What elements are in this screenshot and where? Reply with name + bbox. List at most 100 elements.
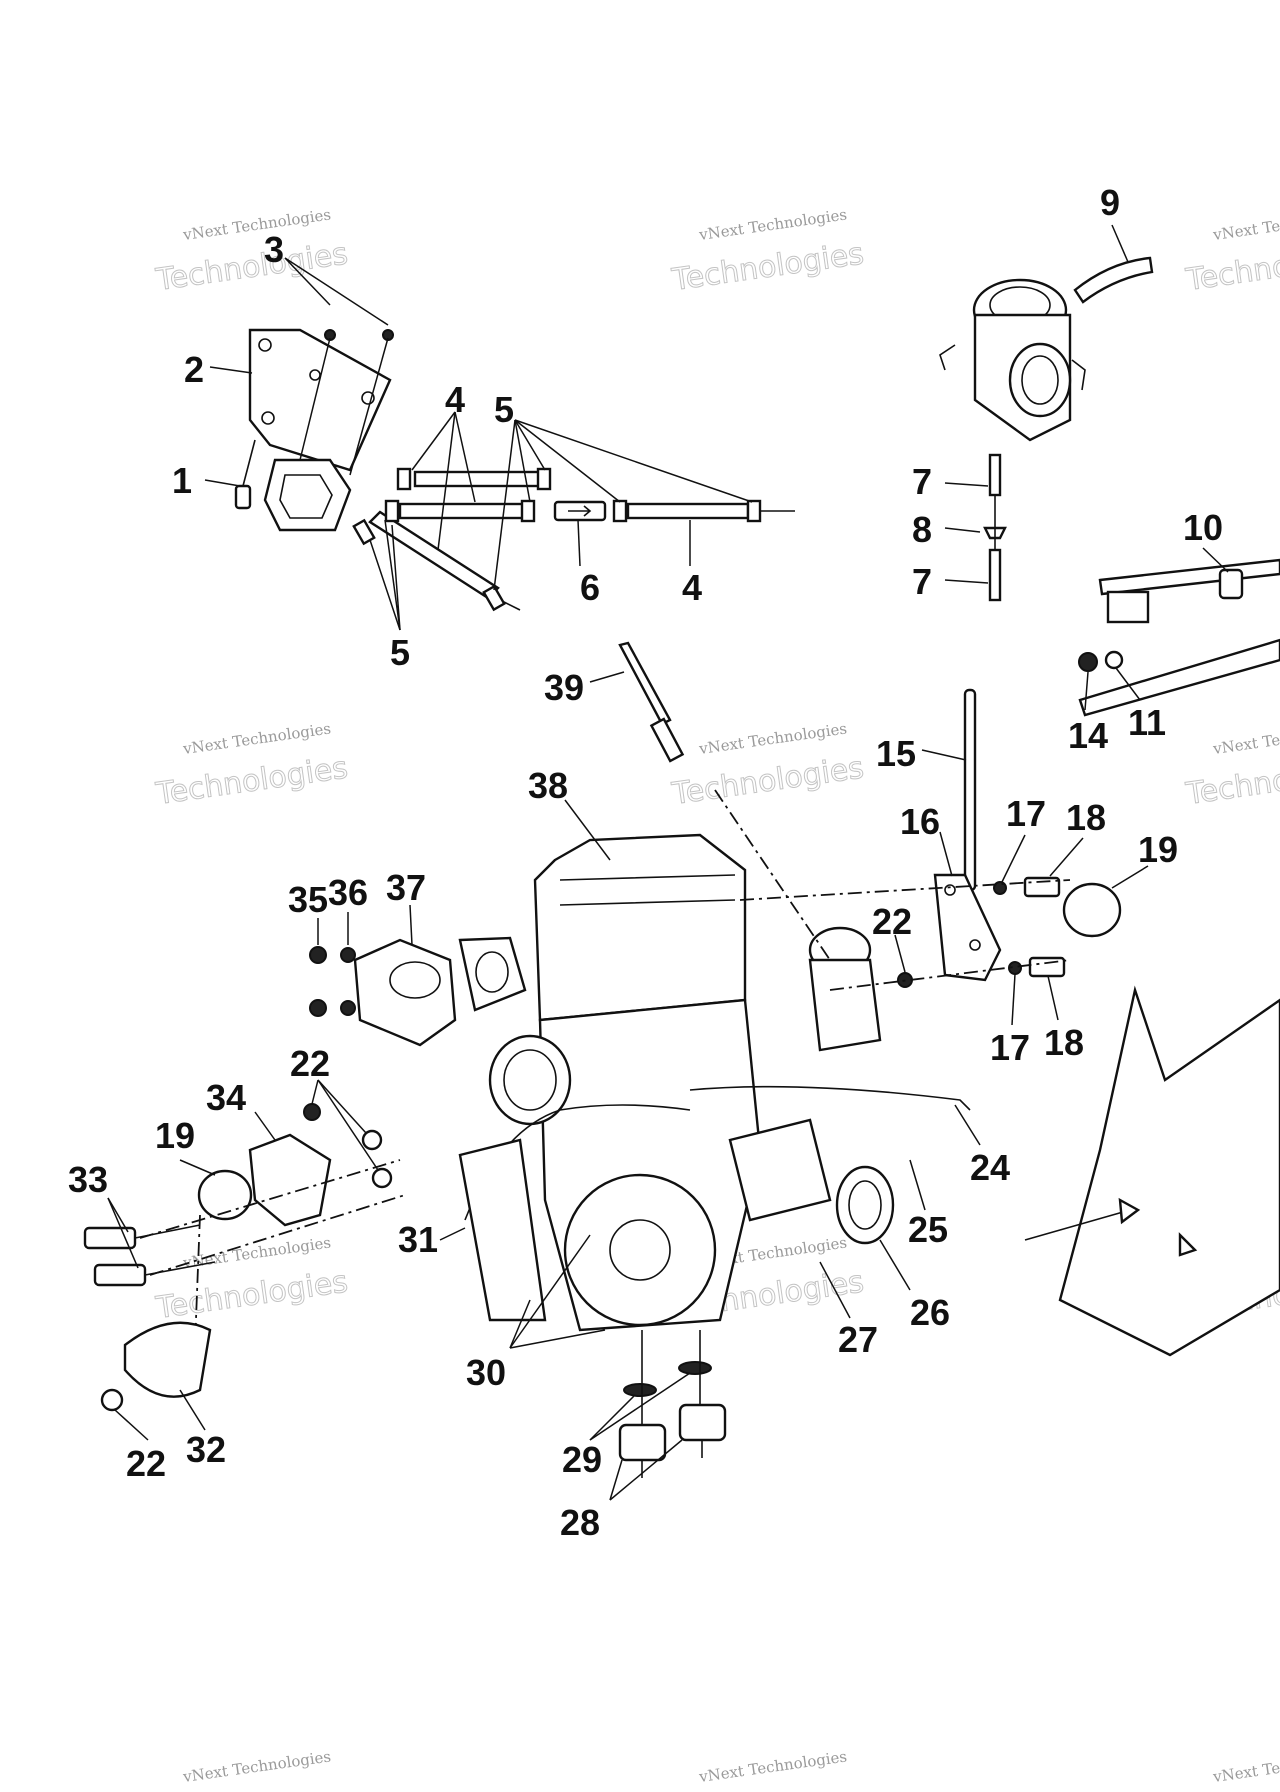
fuel-pump-detail [279, 474, 333, 519]
watermark-mid-right: vNext Technologies Technologies [1183, 719, 1280, 812]
leader-28 [609, 1459, 623, 1501]
leader-11 [1115, 667, 1141, 701]
oil-filter [488, 1034, 572, 1126]
callout-2: 2 [184, 349, 204, 390]
callout-30: 30 [466, 1352, 506, 1393]
callout-17-upper: 17 [1006, 793, 1046, 834]
callout-19-right: 19 [1138, 829, 1178, 870]
housing-nut [309, 999, 327, 1017]
leader-5a [493, 419, 516, 591]
watermark-text: vNext Technologies [181, 1233, 332, 1272]
watermark-text: vNext Technologies [1211, 1747, 1280, 1786]
hose-clamp [520, 499, 536, 523]
rubber-mount [618, 1423, 667, 1462]
leader-22b [317, 1079, 367, 1134]
choke-cable [618, 641, 831, 961]
fuel-line-diagonal [368, 510, 500, 600]
leader-4a [411, 411, 456, 471]
leader-27 [819, 1261, 851, 1319]
callout-39: 39 [544, 667, 584, 708]
watermark-mid-left: vNext Technologies Technologies [153, 719, 351, 812]
leader-9 [1111, 224, 1129, 263]
leader-24 [954, 1104, 981, 1146]
gasket-hole [475, 951, 509, 993]
cable-adjuster [1218, 568, 1244, 600]
rubber-mount [197, 1169, 253, 1221]
watermark-top-left: vNext Technologies Technologies [153, 205, 351, 298]
intake-boot-inner [848, 1180, 882, 1230]
hose-clamp [482, 584, 506, 612]
head-fins [559, 874, 736, 906]
callout-1: 1 [172, 460, 192, 501]
carburetor-assembly [939, 256, 1154, 602]
callout-18-lower: 18 [1044, 1022, 1084, 1063]
fuel-pump-assembly [234, 328, 795, 612]
leader-4a [437, 411, 456, 551]
callout-24: 24 [970, 1147, 1010, 1188]
leader-3 [284, 257, 331, 306]
mount-washer [678, 1361, 712, 1375]
leader-32 [179, 1389, 206, 1431]
drain-tube [988, 548, 1002, 602]
watermark-text: Technologies [669, 750, 866, 812]
mount-rod [963, 688, 977, 892]
hose-clamp [536, 467, 552, 491]
housing-outlet [389, 961, 441, 999]
watermark-text: Technologies [153, 1264, 350, 1326]
carburetor-fitting [1071, 359, 1086, 391]
leader-5a [514, 419, 531, 503]
callout-37: 37 [386, 867, 426, 908]
leader-17a [1001, 834, 1026, 883]
leader-15 [921, 749, 967, 761]
hose-clamp [352, 518, 376, 546]
mount-bolt [1023, 876, 1061, 898]
rubber-mount [678, 1403, 727, 1442]
mount-washer [361, 1129, 383, 1151]
thermostat-housing-assembly [309, 936, 527, 1047]
frame-arrow-line [1024, 1209, 1131, 1241]
choke-cable-adjuster [649, 717, 685, 763]
callout-32: 32 [186, 1429, 226, 1470]
housing-nut [309, 946, 327, 964]
watermark-mid-center: vNext Technologies Technologies [669, 719, 867, 812]
engine-cylinder-head [533, 833, 747, 1022]
fuel-line [626, 502, 750, 520]
leader-22b [317, 1079, 379, 1171]
heat-shield [123, 1321, 212, 1398]
leader-29 [589, 1394, 636, 1441]
frame-panel [1058, 985, 1280, 1357]
starter-motor [728, 1118, 832, 1222]
callout-9: 9 [1100, 182, 1120, 223]
frame-arrow-icon [1118, 1197, 1141, 1225]
leader-30 [509, 1329, 606, 1349]
mount-bolt [234, 484, 252, 510]
leader-2 [209, 366, 253, 374]
cable-nut [1078, 652, 1098, 672]
callout-16: 16 [900, 801, 940, 842]
leader-19b [179, 1159, 216, 1176]
fuel-filter-arrow-icon [568, 505, 592, 517]
assembly-line [149, 1194, 406, 1276]
leader-5a [514, 419, 621, 503]
watermark-text: Technologies [153, 750, 350, 812]
leader-34 [254, 1111, 276, 1141]
leader-18b [1047, 975, 1059, 1021]
watermark-top-right: vNext Technologies Technologies [1183, 205, 1280, 298]
engine-carburetor-body [808, 958, 882, 1052]
leader-28 [609, 1439, 683, 1501]
callout-28: 28 [560, 1502, 600, 1543]
leader-4a [454, 411, 476, 503]
leader-37 [409, 904, 413, 946]
bracket-hole [261, 411, 275, 425]
lower-mount-assembly [83, 1103, 406, 1412]
leader-25 [909, 1159, 926, 1211]
leader-39 [589, 671, 625, 683]
upper-mount-assembly [739, 688, 1122, 991]
callout-4-lower: 4 [682, 567, 702, 608]
callout-22-center: 22 [872, 901, 912, 942]
leader-38 [564, 799, 611, 861]
stator-cover [563, 1173, 717, 1327]
callout-3: 3 [264, 229, 284, 270]
watermark-text: Technologies [153, 236, 350, 298]
